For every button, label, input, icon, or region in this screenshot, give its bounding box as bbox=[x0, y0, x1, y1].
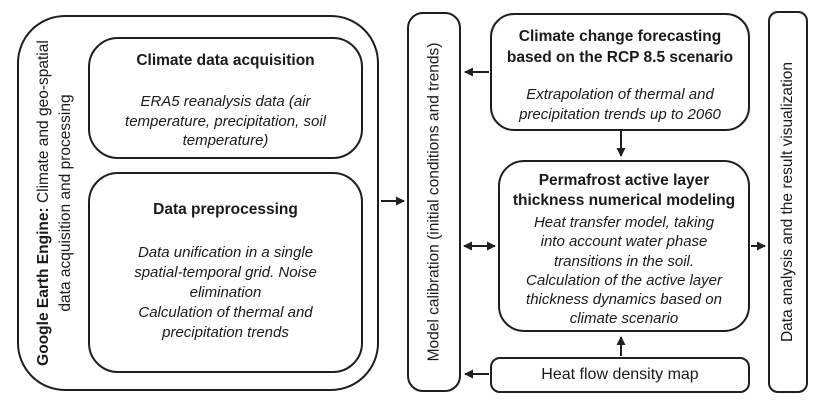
climate-forecasting-box: Climate change forecasting based on the … bbox=[490, 13, 750, 131]
climate-forecasting-title: Climate change forecasting based on the … bbox=[506, 28, 734, 66]
permafrost-modeling-body: Heat transfer model, taking into account… bbox=[526, 214, 722, 328]
data-preprocessing-box: Data preprocessing Data unification in a… bbox=[88, 172, 363, 373]
data-preprocessing-title: Data preprocessing bbox=[153, 201, 298, 218]
climate-data-acquisition-title: Climate data acquisition bbox=[136, 52, 315, 69]
climate-data-acquisition-box: Climate data acquisition ERA5 reanalysis… bbox=[88, 37, 363, 159]
data-analysis-box bbox=[768, 11, 808, 393]
data-preprocessing-body: Data unification in a single spatial-tem… bbox=[134, 244, 317, 341]
permafrost-modeling-title: Permafrost active layer thickness numeri… bbox=[512, 172, 736, 209]
heat-flow-density-map-box: Heat flow density map bbox=[490, 357, 750, 393]
heat-flow-density-map-label: Heat flow density map bbox=[541, 366, 699, 383]
model-calibration-box bbox=[407, 12, 461, 392]
climate-forecasting-body: Extrapolation of thermal and precipitati… bbox=[519, 86, 721, 123]
climate-data-acquisition-body: ERA5 reanalysis data (air temperature, p… bbox=[125, 93, 326, 149]
permafrost-modeling-box: Permafrost active layer thickness numeri… bbox=[498, 160, 750, 332]
